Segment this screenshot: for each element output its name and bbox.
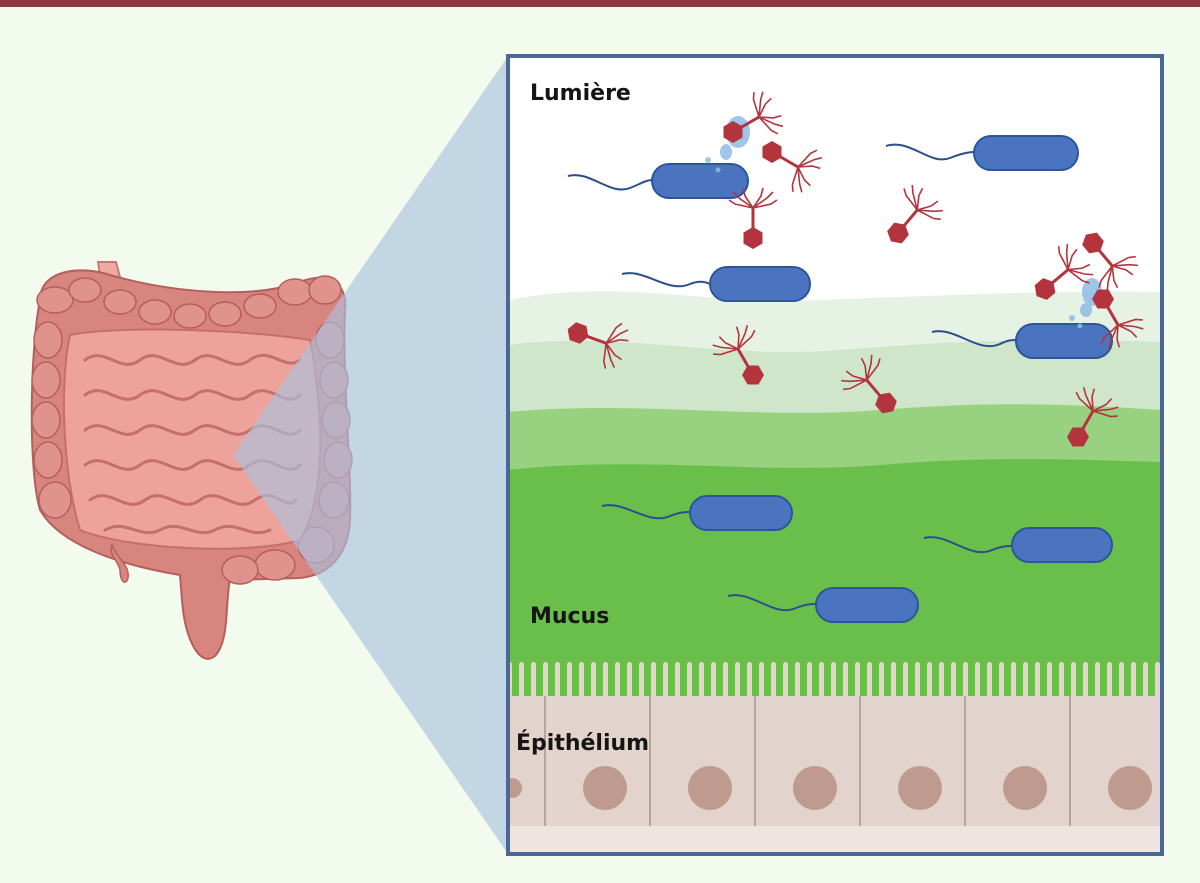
intestine-icon <box>30 261 353 660</box>
bacteriophage-icon <box>841 354 897 414</box>
phage-group <box>567 91 1144 447</box>
bacterium-icon <box>621 266 811 302</box>
lumen-label: Lumière <box>530 81 631 106</box>
zoom-wedge <box>233 56 508 854</box>
bacterium-icon <box>567 163 749 199</box>
lysis-splash <box>1069 278 1102 329</box>
bacteriophage-icon <box>1034 244 1094 300</box>
bacterium-icon <box>727 587 919 623</box>
bacteriophage-icon <box>1082 232 1138 292</box>
zoom-panel-frame <box>506 54 1164 856</box>
epithelium-label: Épithélium <box>516 730 649 756</box>
bacteriophage-icon <box>762 141 823 193</box>
bacteriophage-icon <box>1092 289 1144 350</box>
zoom-panel: Lumière Mucus Épithélium <box>508 56 1162 854</box>
villi <box>508 658 1162 700</box>
bacteria-group <box>567 135 1113 623</box>
bacterium-icon <box>885 135 1079 171</box>
bacteriophage-icon <box>1067 386 1119 447</box>
bacterium-icon <box>601 495 793 531</box>
mucus-label: Mucus <box>530 604 609 629</box>
bacteriophage-icon <box>712 324 764 385</box>
epithelium-layer <box>508 696 1162 854</box>
bacteriophage-icon <box>728 187 778 249</box>
bacteriophage-icon <box>887 184 943 244</box>
bacteriophage-icon <box>723 91 784 143</box>
bacteriophage-icon <box>567 322 629 369</box>
bacterium-icon <box>931 323 1113 359</box>
top-rule <box>0 0 1200 7</box>
bacterium-icon <box>923 527 1113 563</box>
